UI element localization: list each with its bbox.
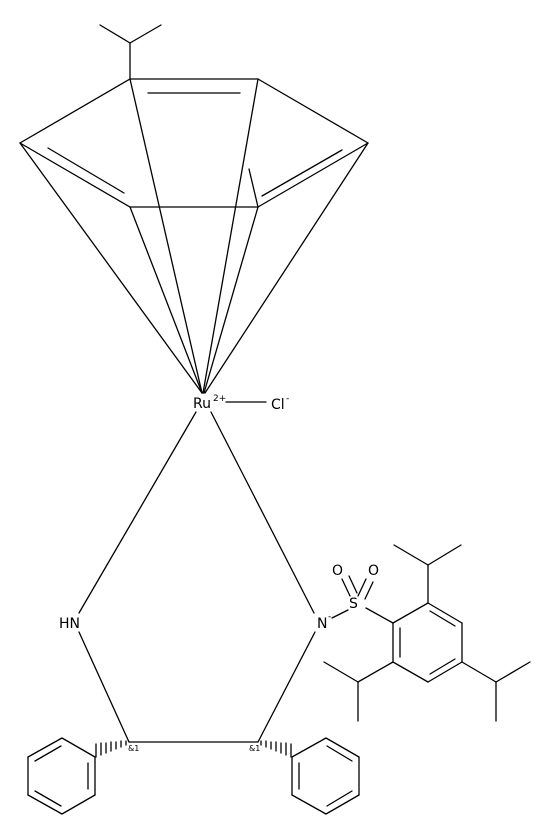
- phenyl-right: [291, 737, 360, 815]
- amide-label: N: [317, 616, 327, 632]
- aryl-isopropyl-left: [323, 661, 394, 722]
- diamine-backbone: [78, 631, 316, 743]
- stereo-label-left: &1: [128, 744, 139, 753]
- atom-labels: Ru 2+ Cl - HN N - S O O &1 &1: [59, 394, 379, 753]
- right-hashed-wedge: [260, 740, 292, 758]
- aryl-ring: [392, 602, 463, 683]
- aryl-isopropyl-top: [393, 544, 462, 604]
- chloride-charge: -: [286, 394, 289, 404]
- ruthenium-charge: 2+: [213, 394, 226, 404]
- oxygen-label-1: O: [332, 563, 343, 579]
- aryl-isopropyl-right: [461, 661, 531, 722]
- chloride-label: Cl: [271, 397, 285, 413]
- ruthenium-label: Ru: [193, 396, 211, 412]
- isopropyl-top: [99, 24, 162, 80]
- stereo-label-right: &1: [249, 744, 260, 753]
- oxygen-label-2: O: [368, 563, 379, 579]
- phenyl-left: [27, 737, 96, 815]
- left-hashed-wedge: [95, 740, 127, 758]
- sulfonyl-bonds: [331, 575, 394, 624]
- cymene-ring: [19, 78, 369, 208]
- ru-n-bonds: [78, 411, 315, 614]
- amine-label: HN: [59, 616, 80, 632]
- methyl-group: [248, 168, 259, 208]
- amide-charge: -: [328, 612, 331, 622]
- sulfur-label: S: [349, 596, 358, 612]
- eta6-bonds: [19, 78, 369, 394]
